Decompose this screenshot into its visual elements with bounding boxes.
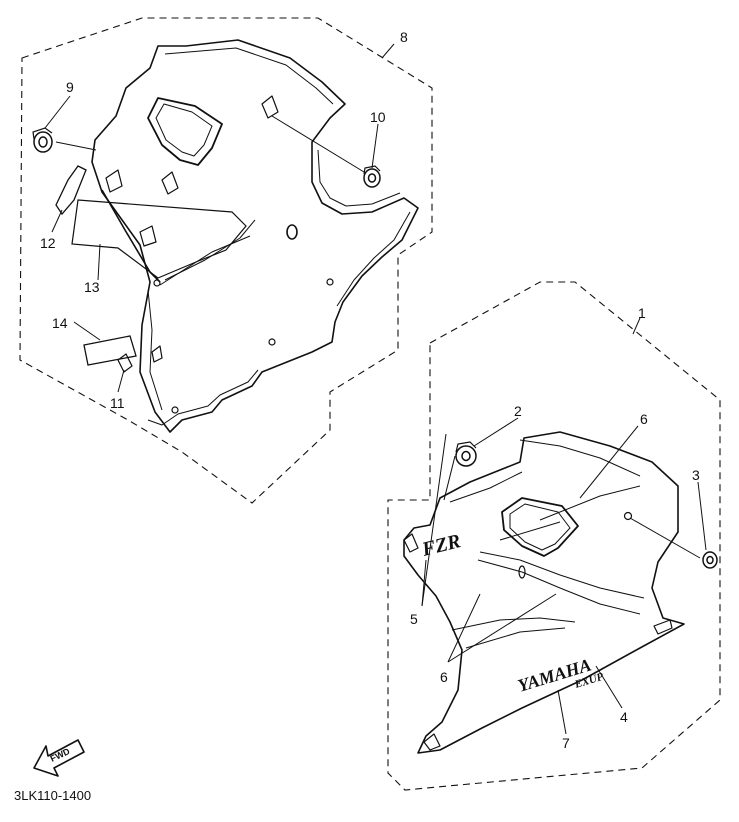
grommet-part-10	[363, 165, 381, 188]
grommet-part-9	[32, 127, 53, 153]
callout-13: 13	[84, 279, 100, 295]
leader-6b-2	[447, 593, 557, 663]
drawing-code: 3LK110-1400	[14, 788, 91, 803]
callout-12: 12	[40, 235, 56, 251]
leader-3	[697, 481, 707, 551]
leader-2b	[443, 455, 456, 501]
leader-4	[595, 665, 623, 709]
callout-1: 1	[638, 305, 646, 321]
fwd-arrow-icon	[33, 739, 85, 777]
grommet-part-2	[455, 441, 477, 467]
callout-numbers: 8 9 10 12 13 14 11 1 2 6 3 5 6 4 7	[40, 29, 700, 751]
fwd-arrow: FWD	[33, 739, 85, 777]
callout-2: 2	[514, 403, 522, 419]
callout-6-top: 6	[640, 411, 648, 427]
callout-14: 14	[52, 315, 68, 331]
callout-8: 8	[400, 29, 408, 45]
leader-14	[73, 321, 101, 341]
callout-3: 3	[692, 467, 700, 483]
leader-1	[632, 317, 641, 335]
leader-2	[473, 417, 519, 447]
side-cowling-part-1	[403, 431, 685, 754]
leader-6b-1	[447, 593, 481, 663]
leader-13	[97, 243, 101, 281]
inner-fairing-panel	[91, 39, 419, 433]
fzr-logo: FZR	[419, 530, 463, 561]
callout-6-bottom: 6	[440, 669, 448, 685]
leader-9b	[55, 141, 97, 151]
callout-11: 11	[110, 395, 125, 411]
callout-7: 7	[562, 735, 570, 751]
callout-5: 5	[410, 611, 418, 627]
leader-10	[371, 123, 379, 169]
clip-part-11	[117, 353, 133, 373]
leader-5b	[421, 433, 447, 607]
strip-part-14	[83, 335, 137, 366]
leader-8	[381, 43, 395, 59]
callout-9: 9	[66, 79, 74, 95]
leader-7	[557, 689, 567, 735]
group-boundary-1	[387, 281, 721, 791]
leader-3b	[629, 517, 701, 559]
yamaha-logo: YAMAHA	[515, 655, 593, 696]
leader-12	[51, 209, 63, 233]
leader-10b	[271, 115, 365, 173]
group-boundary-8	[19, 17, 433, 504]
leader-lines	[44, 43, 707, 735]
leader-11	[117, 369, 125, 393]
callout-4: 4	[620, 709, 628, 725]
leader-9	[44, 95, 71, 129]
sheet-part-13	[71, 199, 247, 279]
side-piece-12	[55, 165, 87, 216]
fzr-decal-part-5: FZR	[419, 530, 463, 561]
leader-6a	[579, 425, 639, 499]
grommet-part-3	[702, 551, 718, 569]
callout-10: 10	[370, 109, 386, 125]
